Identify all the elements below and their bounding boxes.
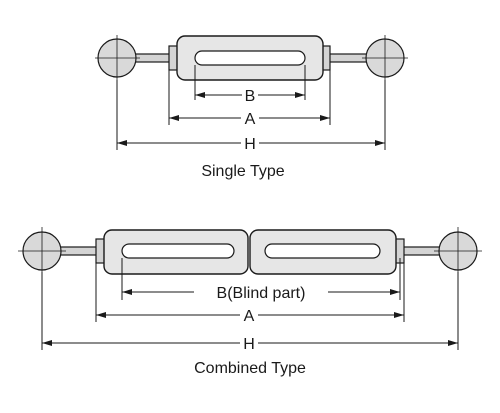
combined-dim-a-arrow-left [96,312,106,318]
single-slot [194,50,306,66]
combined-slot-right [264,243,381,259]
combined-dim-a-label: A [244,308,255,325]
combined-dim-a-arrow-right [394,312,404,318]
combined-dim-h-arrow-left [42,340,52,346]
combined-dim-b-arrow-right [390,289,400,295]
combined-dim-h-arrow-right [448,340,458,346]
single-dim-a-label: A [245,111,256,128]
combined-dim-h-label: H [243,336,255,353]
combined-dim-b-arrow-left [122,289,132,295]
single-dim-b-arrow-left [195,92,205,98]
single-dim-a-arrow-left [169,115,179,121]
single-dim-h-label: H [244,136,256,153]
combined-type-caption: Combined Type [194,360,306,377]
single-type-drawing: B A H Single Type [95,35,408,180]
single-dim-b-label: B [245,88,256,105]
combined-type-drawing: B(Blind part) A H Combined Type [18,227,482,377]
combined-dim-b-label: B(Blind part) [217,285,306,302]
single-dim-b-arrow-right [295,92,305,98]
combined-slot-left [121,243,235,259]
single-dim-h-arrow-right [375,140,385,146]
single-dim-a-arrow-right [320,115,330,121]
single-type-caption: Single Type [201,163,284,180]
single-dim-h-arrow-left [117,140,127,146]
